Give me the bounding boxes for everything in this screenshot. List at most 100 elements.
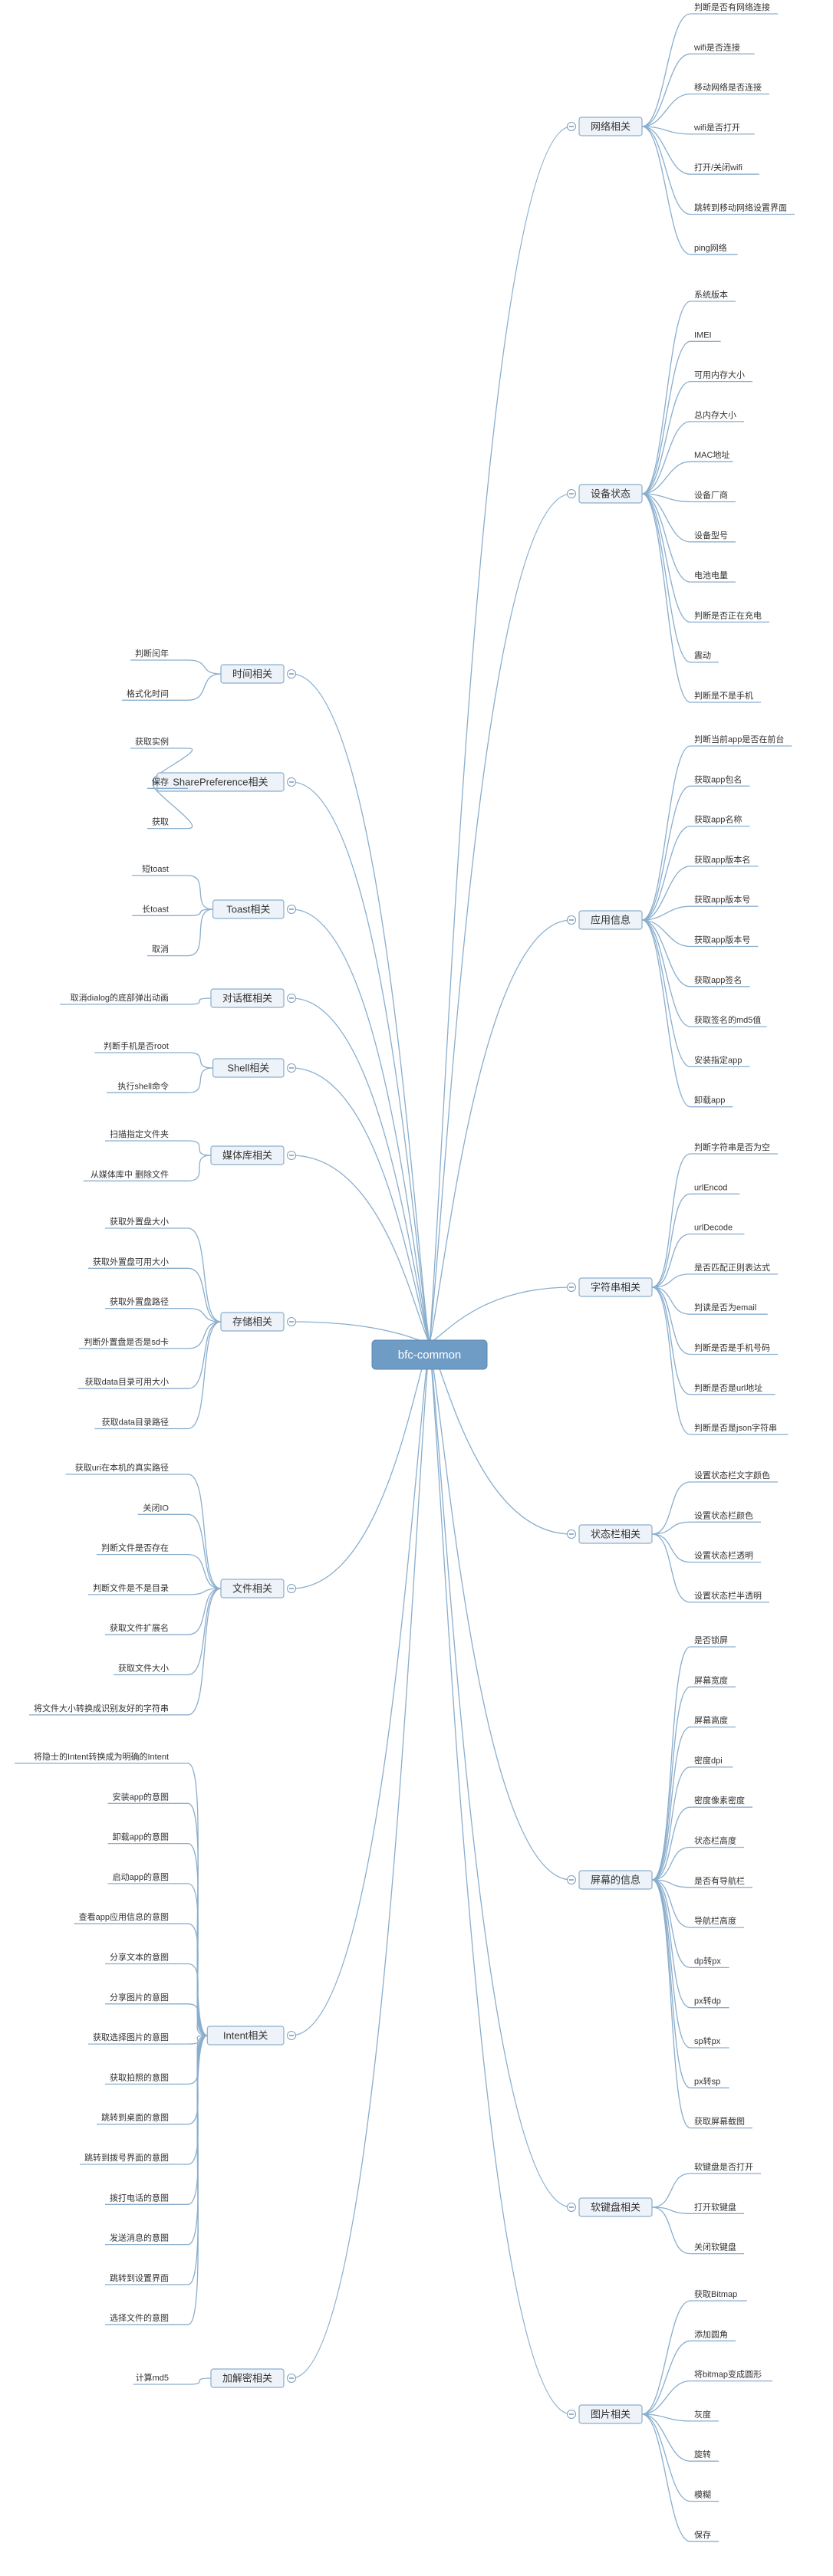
leaf-node[interactable]: 软键盘是否打开	[690, 2161, 761, 2174]
leaf-node[interactable]: 分享图片的意图	[105, 1992, 188, 2005]
collapse-toggle-icon[interactable]	[567, 1283, 576, 1292]
leaf-node[interactable]: 从媒体库中 删除文件	[83, 1168, 188, 1181]
leaf-node[interactable]: 判断是不是手机	[690, 690, 761, 703]
leaf-node[interactable]: 获取拍照的意图	[105, 2072, 188, 2085]
leaf-node[interactable]: 获取	[147, 817, 188, 830]
leaf-node[interactable]: 卸载app	[690, 1095, 733, 1108]
branch-node[interactable]: 状态栏相关	[567, 1524, 653, 1544]
branch-node[interactable]: 网络相关	[567, 117, 643, 136]
collapse-toggle-icon[interactable]	[287, 1063, 296, 1073]
leaf-node[interactable]: 判断手机是否root	[94, 1040, 188, 1053]
leaf-node[interactable]: 格式化时间	[122, 688, 188, 701]
leaf-node[interactable]: 模糊	[690, 2489, 719, 2502]
leaf-node[interactable]: 获取app版本名	[690, 854, 759, 867]
branch-node[interactable]: 应用信息	[567, 910, 643, 930]
collapse-toggle-icon[interactable]	[287, 1151, 296, 1160]
leaf-node[interactable]: px转dp	[690, 1996, 729, 2009]
leaf-node[interactable]: 状态栏高度	[690, 1835, 744, 1848]
leaf-node[interactable]: 短toast	[132, 863, 188, 876]
leaf-node[interactable]: 将文件大小转换成识别友好的字符串	[29, 1703, 188, 1716]
leaf-node[interactable]: 旋转	[690, 2449, 719, 2462]
leaf-node[interactable]: 屏幕高度	[690, 1715, 736, 1728]
leaf-node[interactable]: 获取外置盘路径	[105, 1296, 188, 1309]
leaf-node[interactable]: 总内存大小	[690, 409, 744, 422]
leaf-node[interactable]: 将隐士的Intent转换成为明确的Intent	[15, 1751, 188, 1764]
branch-node[interactable]: 设备状态	[567, 484, 643, 504]
leaf-node[interactable]: 震动	[690, 651, 719, 663]
leaf-node[interactable]: 添加圆角	[690, 2328, 736, 2341]
leaf-node[interactable]: 系统版本	[690, 289, 736, 302]
branch-node[interactable]: 时间相关	[220, 664, 296, 684]
collapse-toggle-icon[interactable]	[567, 1530, 576, 1539]
branch-node[interactable]: 软键盘相关	[567, 2197, 653, 2217]
leaf-node[interactable]: 获取文件扩展名	[105, 1622, 188, 1635]
leaf-node[interactable]: 获取实例	[130, 736, 188, 749]
collapse-toggle-icon[interactable]	[287, 994, 296, 1003]
leaf-node[interactable]: urlEncod	[690, 1183, 740, 1194]
collapse-toggle-icon[interactable]	[567, 915, 576, 925]
leaf-node[interactable]: 设备厂商	[690, 490, 736, 503]
leaf-node[interactable]: 获取app名称	[690, 814, 750, 827]
leaf-node[interactable]: 长toast	[132, 904, 188, 916]
leaf-node[interactable]: 灰度	[690, 2409, 719, 2422]
leaf-node[interactable]: 获取data目录可用大小	[77, 1376, 188, 1389]
collapse-toggle-icon[interactable]	[287, 2374, 296, 2383]
branch-node[interactable]: Intent相关	[206, 2026, 296, 2045]
leaf-node[interactable]: 获取app版本号	[690, 894, 759, 907]
leaf-node[interactable]: 获取外置盘可用大小	[88, 1256, 188, 1269]
leaf-node[interactable]: 跳转到拨号界面的意图	[80, 2152, 188, 2165]
leaf-node[interactable]: 导航栏高度	[690, 1915, 744, 1928]
leaf-node[interactable]: 设备型号	[690, 530, 736, 543]
leaf-node[interactable]: 启动app的意图	[107, 1871, 188, 1884]
leaf-node[interactable]: 判断是否是手机号码	[690, 1342, 778, 1355]
leaf-node[interactable]: 跳转到桌面的意图	[97, 2112, 188, 2125]
leaf-node[interactable]: ping网络	[690, 242, 738, 255]
leaf-node[interactable]: 电池电量	[690, 570, 736, 583]
leaf-node[interactable]: 取消dialog的底部弹出动画	[60, 992, 188, 1005]
leaf-node[interactable]: 判断闰年	[130, 648, 188, 661]
leaf-node[interactable]: 是否有导航栏	[690, 1875, 752, 1888]
leaf-node[interactable]: 将bitmap变成圆形	[690, 2369, 772, 2382]
collapse-toggle-icon[interactable]	[567, 2410, 576, 2419]
branch-node[interactable]: SharePreference相关	[156, 772, 296, 792]
leaf-node[interactable]: 关闭软键盘	[690, 2242, 744, 2255]
leaf-node[interactable]: 判断是否是url地址	[690, 1382, 775, 1395]
leaf-node[interactable]: 获取外置盘大小	[105, 1216, 188, 1229]
branch-node[interactable]: Toast相关	[212, 899, 296, 919]
leaf-node[interactable]: sp转px	[690, 2036, 729, 2049]
leaf-node[interactable]: 安装app的意图	[107, 1791, 188, 1804]
branch-node[interactable]: 屏幕的信息	[567, 1870, 653, 1890]
leaf-node[interactable]: 打开/关闭wifi	[690, 162, 759, 175]
collapse-toggle-icon[interactable]	[287, 669, 296, 678]
branch-node[interactable]: 文件相关	[220, 1579, 296, 1598]
leaf-node[interactable]: 卸载app的意图	[107, 1832, 188, 1845]
leaf-node[interactable]: wifi是否打开	[690, 122, 755, 135]
leaf-node[interactable]: 获取app包名	[690, 774, 750, 787]
leaf-node[interactable]: 获取文件大小	[114, 1663, 188, 1676]
leaf-node[interactable]: 密度像素密度	[690, 1795, 752, 1808]
leaf-node[interactable]: 扫描指定文件夹	[105, 1129, 188, 1142]
leaf-node[interactable]: 可用内存大小	[690, 370, 752, 383]
leaf-node[interactable]: 判断外置盘是否是sd卡	[78, 1336, 188, 1349]
leaf-node[interactable]: 保存	[690, 2529, 719, 2542]
leaf-node[interactable]: 获取data目录路径	[94, 1418, 188, 1430]
root-node[interactable]: bfc-common	[371, 1339, 488, 1370]
leaf-node[interactable]: 判断文件是不是目录	[88, 1582, 188, 1595]
leaf-node[interactable]: 判读是否为email	[690, 1302, 768, 1315]
branch-node[interactable]: 存储相关	[220, 1312, 296, 1332]
leaf-node[interactable]: 获取app签名	[690, 974, 750, 987]
collapse-toggle-icon[interactable]	[287, 1584, 296, 1593]
leaf-node[interactable]: 跳转到设置界面	[105, 2272, 188, 2285]
branch-node[interactable]: 媒体库相关	[210, 1145, 296, 1165]
collapse-toggle-icon[interactable]	[567, 2203, 576, 2212]
leaf-node[interactable]: IMEI	[690, 330, 721, 342]
leaf-node[interactable]: 设置状态栏半透明	[690, 1590, 769, 1603]
leaf-node[interactable]: MAC地址	[690, 449, 733, 462]
leaf-node[interactable]: 跳转到移动网络设置界面	[690, 202, 795, 215]
collapse-toggle-icon[interactable]	[567, 1875, 576, 1884]
leaf-node[interactable]: 取消	[147, 944, 188, 957]
leaf-node[interactable]: wifi是否连接	[690, 42, 755, 54]
leaf-node[interactable]: 屏幕宽度	[690, 1674, 736, 1687]
leaf-node[interactable]: urlDecode	[690, 1224, 745, 1235]
leaf-node[interactable]: 安装指定app	[690, 1054, 750, 1068]
